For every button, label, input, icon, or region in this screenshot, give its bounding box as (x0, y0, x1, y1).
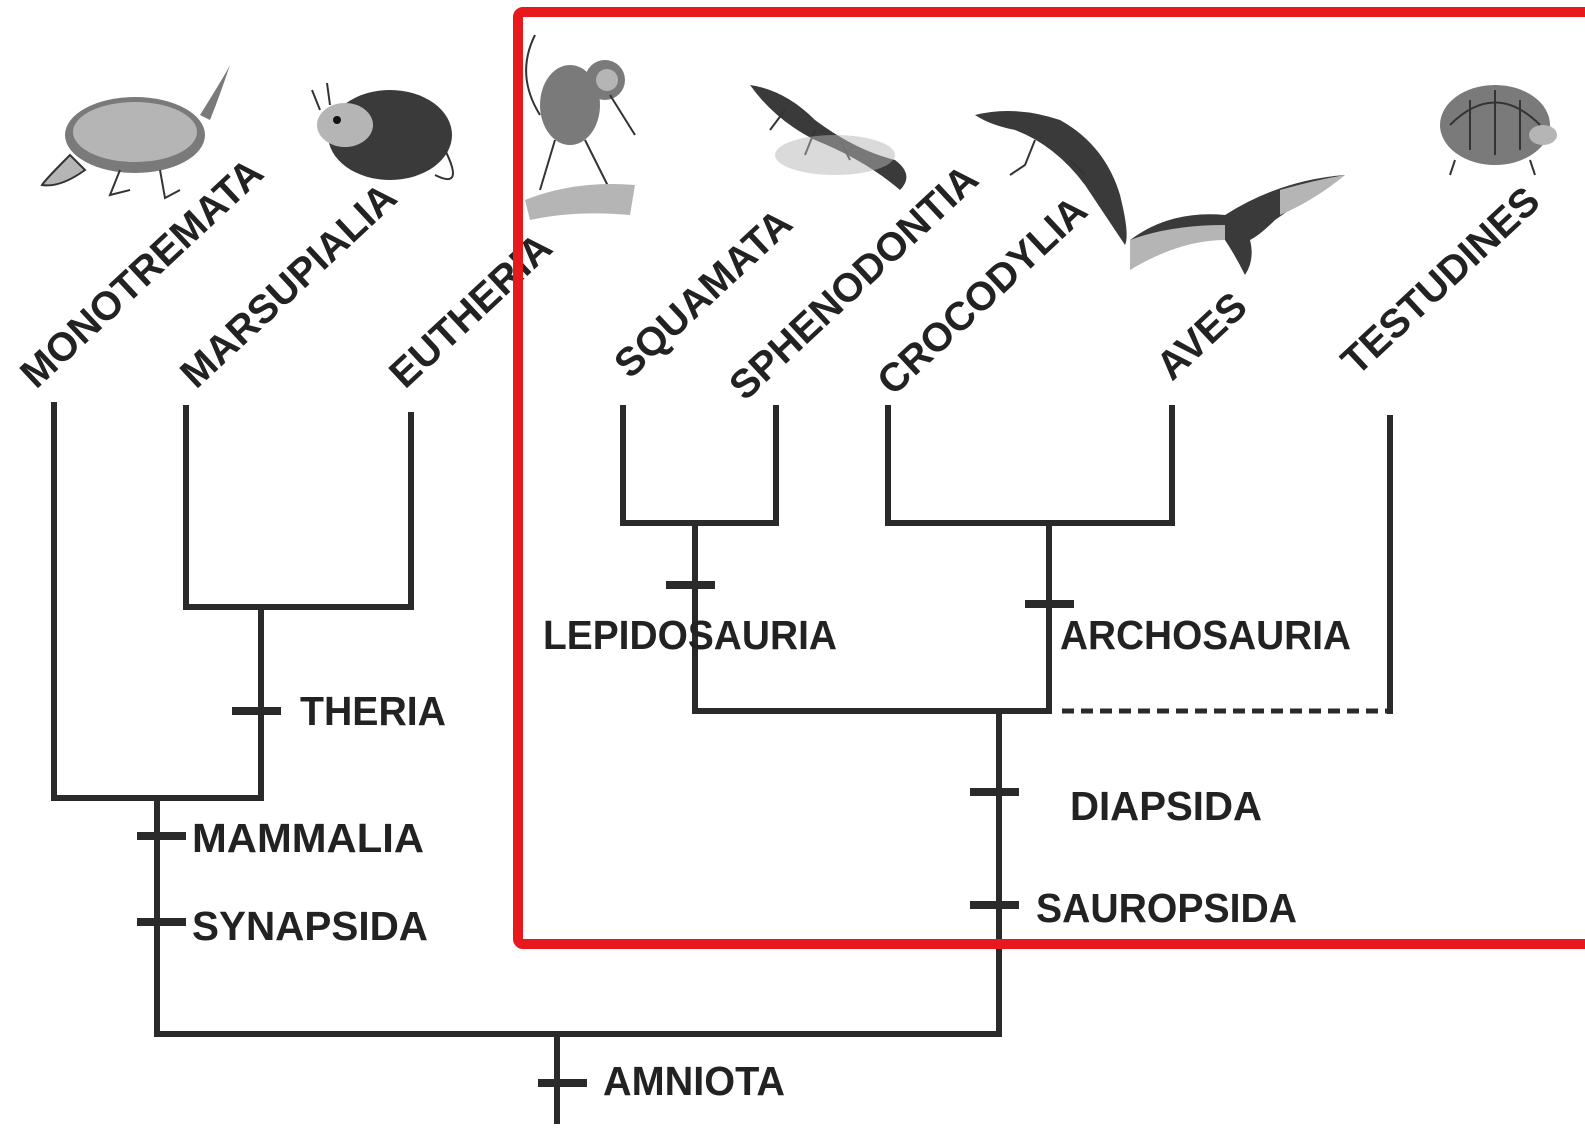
label-sauropsida: SAUROPSIDA (1036, 885, 1297, 931)
branch-monotremata (54, 405, 157, 798)
monkey-icon (525, 35, 635, 220)
label-diapsida: DIAPSIDA (1070, 783, 1262, 829)
branch-eutheria (261, 415, 411, 607)
label-eutheria: EUTHERIA (381, 225, 561, 397)
label-synapsida: SYNAPSIDA (192, 903, 428, 949)
branch-squamata (623, 408, 695, 523)
vulture-icon (1130, 175, 1345, 275)
label-testudines: TESTUDINES (1333, 179, 1548, 384)
branch-sphenodontia (695, 408, 776, 523)
tortoise-icon (1440, 85, 1557, 175)
branch-theria (157, 607, 261, 798)
label-theria: THERIA (300, 688, 446, 734)
label-mammalia: MAMMALIA (192, 815, 424, 861)
lizard-icon (750, 85, 906, 190)
label-aves: AVES (1148, 284, 1256, 388)
opossum-icon (312, 83, 453, 180)
highlight-box (518, 12, 1585, 944)
branch-crocodylia (888, 408, 1049, 523)
label-amniota: AMNIOTA (603, 1058, 785, 1104)
platypus-icon (42, 65, 230, 198)
label-archosauria: ARCHOSAURIA (1060, 612, 1351, 658)
label-sphenodontia: SPHENODONTIA (721, 157, 987, 409)
branch-marsupialia (186, 408, 261, 607)
label-lepidosauria: LEPIDOSAURIA (543, 612, 837, 658)
branch-aves (1049, 408, 1172, 523)
